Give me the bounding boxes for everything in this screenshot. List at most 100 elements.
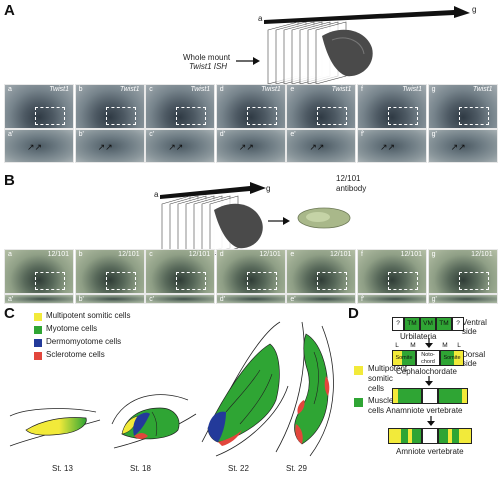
panel-a-method-line1: Whole mount bbox=[183, 53, 231, 62]
urbilateria-cell-3: TM bbox=[436, 317, 452, 331]
zoom-region-box bbox=[105, 272, 136, 290]
stage-label-13: St. 13 bbox=[52, 464, 73, 473]
a-zoom-tile-3: d' ↗↗ bbox=[215, 129, 286, 163]
amniote-block-mid bbox=[422, 428, 438, 444]
tile-letter: d bbox=[219, 86, 224, 93]
panel-a-stack-arrow bbox=[264, 6, 470, 24]
d-legend-multipotent-3: cells bbox=[368, 384, 385, 393]
lmml-1: M bbox=[410, 342, 416, 349]
tile-letter: c bbox=[149, 251, 153, 258]
pointer-arrow-icon: ↗↗ bbox=[97, 142, 113, 152]
b-zoom-tile-2: c' bbox=[145, 294, 216, 304]
zoom-region-box bbox=[176, 272, 207, 290]
tile-letter: e' bbox=[290, 131, 296, 138]
tile-letter: f' bbox=[361, 296, 365, 303]
pointer-arrow-icon: ↗↗ bbox=[27, 142, 43, 152]
a-zoom-tile-4: e'↗↗ bbox=[286, 129, 357, 163]
anamniote-block-right bbox=[438, 388, 468, 404]
zoom-region-box bbox=[246, 272, 277, 290]
legend-label-sclerotome: Sclerotome cells bbox=[46, 350, 105, 359]
zoom-region-box bbox=[458, 272, 489, 290]
tile-letter: c bbox=[149, 86, 153, 93]
panel-a-stack-start: a bbox=[258, 14, 263, 23]
zoom-region-box bbox=[388, 272, 418, 290]
zoom-region-box bbox=[458, 107, 489, 125]
panel-c-letter: C bbox=[4, 305, 15, 322]
tile-letter: g' bbox=[431, 296, 437, 303]
zoom-region-box bbox=[246, 107, 277, 125]
d-legend-swatch-multipotent bbox=[354, 366, 363, 375]
legend-label-dermomyotome: Dermomyotome cells bbox=[46, 337, 122, 346]
tile-marker: 12/101 bbox=[400, 251, 422, 258]
tile-marker: Twist1 bbox=[472, 86, 493, 93]
b-section-tile-2: c 12/101 bbox=[145, 249, 216, 294]
tile-marker: 12/101 bbox=[188, 251, 211, 258]
tile-letter: g bbox=[431, 86, 436, 93]
ceph-somite-left: Somite bbox=[392, 350, 416, 366]
pointer-arrow-icon: ↗↗ bbox=[450, 142, 466, 152]
b-zoom-tile-5: f' bbox=[357, 294, 427, 304]
tile-marker: Twist1 bbox=[261, 86, 281, 93]
panel-a-letter: A bbox=[4, 2, 15, 19]
down-arrow-3 bbox=[427, 416, 435, 426]
tile-marker: Twist1 bbox=[402, 86, 422, 93]
ceph-notochord: Noto-chord bbox=[416, 350, 440, 366]
b-zoom-tile-3: d' bbox=[215, 294, 286, 304]
legend-label-multipotent: Multipotent somitic cells bbox=[46, 311, 131, 320]
zoom-region-box bbox=[176, 107, 207, 125]
tile-marker: 12/101 bbox=[259, 251, 281, 258]
b-zoom-tile-0: a' bbox=[4, 294, 74, 304]
down-arrow-1 bbox=[425, 338, 433, 348]
panel-a-method-line2: Twist1 ISH bbox=[189, 62, 228, 71]
stage-label-22: St. 22 bbox=[228, 464, 249, 473]
anamniote-block-mid bbox=[422, 388, 438, 404]
a-section-tile-3: d Twist1 bbox=[215, 84, 286, 129]
dorsal-side-label-line: Dorsal side bbox=[462, 350, 486, 368]
tile-marker: 12/101 bbox=[471, 251, 493, 258]
pointer-arrow-icon: ↗↗ bbox=[238, 142, 254, 152]
a-zoom-tile-1: b'↗↗ bbox=[74, 129, 145, 163]
d-legend-muscle-1: Muscle bbox=[368, 396, 394, 405]
d-legend-muscle-2: cells bbox=[368, 406, 385, 415]
tile-marker: 12/101 bbox=[329, 251, 352, 258]
b-zoom-tile-6: g' bbox=[427, 294, 498, 304]
tile-letter: g' bbox=[431, 131, 437, 138]
cephalochordate-label: Cephalochordate bbox=[396, 367, 457, 376]
tile-marker: Twist1 bbox=[49, 86, 69, 93]
tile-letter: e bbox=[290, 86, 295, 93]
zoom-region-box bbox=[317, 107, 348, 125]
pointer-arrow-icon: ↗↗ bbox=[168, 142, 184, 152]
lmml-0: L bbox=[395, 342, 399, 349]
tile-marker: Twist1 bbox=[190, 86, 211, 93]
panel-b-antibody-line2: antibody bbox=[336, 184, 367, 193]
urbilateria-cell-2: VM bbox=[420, 317, 436, 331]
zoom-region-box bbox=[35, 107, 65, 125]
panel-a-section-planes bbox=[267, 21, 373, 85]
lmml-3: L bbox=[457, 342, 461, 349]
a-zoom-tile-6: g' ↗↗ bbox=[427, 129, 498, 163]
d-legend-swatch-muscle bbox=[354, 398, 363, 407]
a-zoom-tile-2: c'↗↗ bbox=[145, 129, 216, 163]
panel-b-section-slice bbox=[297, 207, 351, 229]
down-arrow-2 bbox=[425, 376, 433, 386]
tile-letter: f bbox=[361, 251, 363, 258]
stage-22-drawing bbox=[201, 321, 289, 457]
urbilateria-cell-0: ? bbox=[392, 317, 404, 331]
stage-29-drawing bbox=[275, 321, 334, 457]
b-section-tile-5: f 12/101 bbox=[357, 249, 427, 294]
tile-letter: b' bbox=[78, 296, 84, 303]
amniote-label: Amniote vertebrate bbox=[396, 447, 464, 456]
panel-b-stack-arrow bbox=[160, 182, 266, 199]
panel-b-stack-start: a bbox=[154, 190, 159, 199]
a-zoom-tile-5: f'↗↗ bbox=[357, 129, 427, 163]
tile-letter: d' bbox=[219, 131, 226, 138]
b-zoom-tile-1: b' bbox=[74, 294, 145, 304]
tile-letter: e' bbox=[290, 296, 296, 303]
ceph-somite-right: Somite bbox=[440, 350, 464, 366]
